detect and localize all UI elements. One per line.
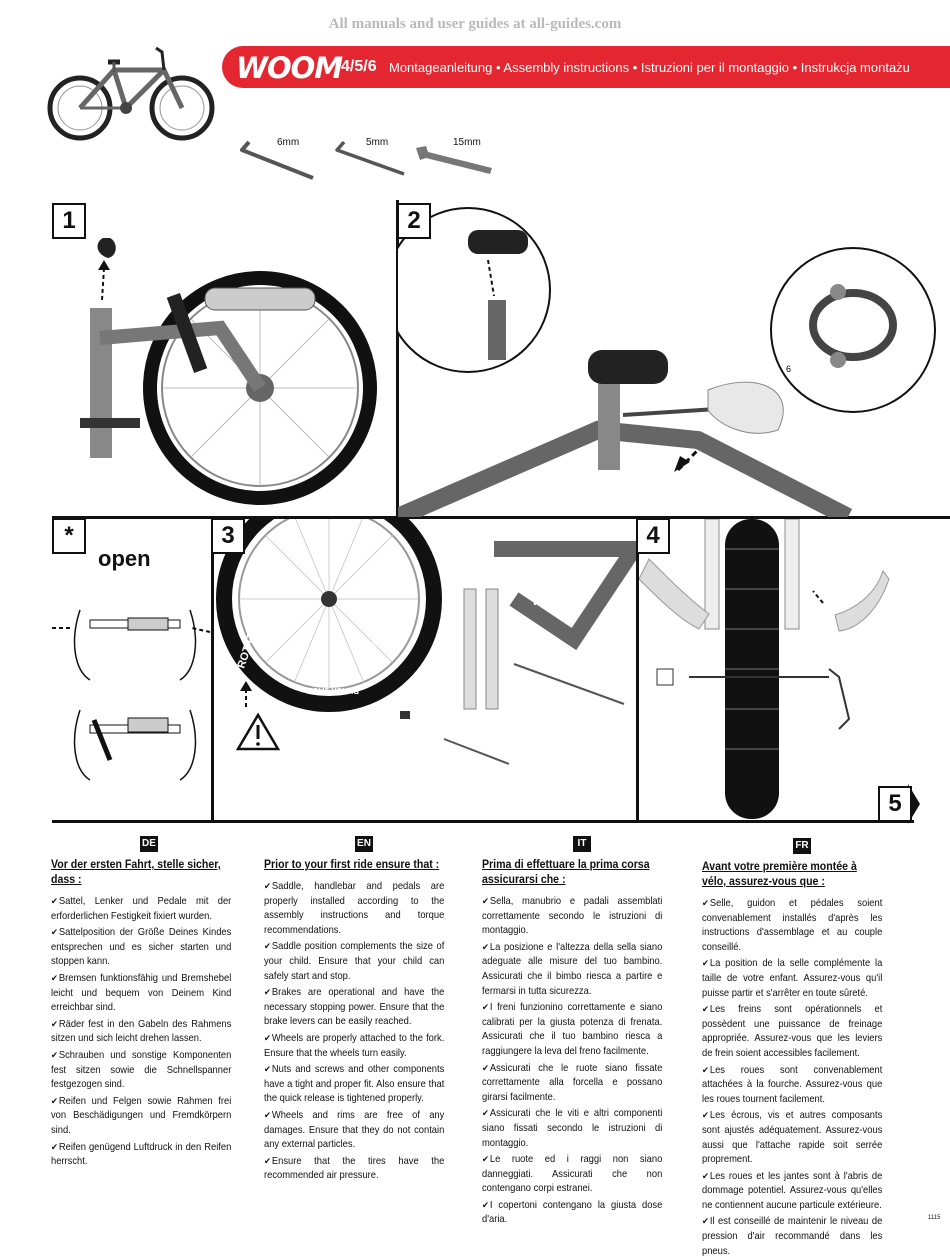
step4-illustration (639, 519, 890, 819)
list-item: Saddle, handlebar and pedals are properl… (264, 879, 444, 938)
column-fr: Avant votre première montée à vélo, assu… (702, 860, 882, 1260)
model-numbers: 4/5/6 (341, 58, 377, 75)
watermark: All manuals and user guides at all-guide… (328, 16, 622, 32)
step1-illustration (80, 238, 377, 505)
lang-badge-de: DE (140, 836, 158, 852)
column-it: Prima di effettuare la prima corsa assic… (482, 858, 662, 1229)
list-item: Reifen genügend Luftdruck in den Reifen … (51, 1140, 231, 1170)
lang-badge-fr: FR (793, 838, 811, 854)
step3-illustration: ROTATION BLACK JACK SCHWALBE woom (216, 519, 636, 765)
list-item: Assicurati che le ruote siano fissate co… (482, 1061, 662, 1106)
list-item: Bremsen funktionsfähig und Bremshebel le… (51, 971, 231, 1016)
column-de: Vor der ersten Fahrt, stelle sicher, das… (51, 858, 231, 1171)
list-item: Reifen und Felgen sowie Rahmen frei von … (51, 1094, 231, 1139)
title-banner (222, 46, 950, 88)
list-item: I freni funzionino correttamente e siano… (482, 1000, 662, 1059)
manual-titles: Montageanleitung • Assembly instructions… (389, 60, 910, 75)
detail-bolt-label: 6 (786, 364, 791, 374)
open-label: open (98, 546, 151, 571)
quick-release-illustration (52, 609, 211, 781)
divider-step3-step4 (636, 516, 639, 822)
step-4-label: 4 (636, 518, 670, 554)
list-item: Selle, guidon et pédales soient convenab… (702, 896, 882, 955)
step-3-label: 3 (211, 518, 245, 554)
tire-maker-text: SCHWALBE (372, 623, 410, 649)
list-item: Ensure that the tires have the recommend… (264, 1154, 444, 1184)
frame-brand-text: woom (532, 590, 580, 609)
list-item: Assicurati che le viti e altri component… (482, 1106, 662, 1151)
tool-label-15mm: 15mm (453, 137, 481, 148)
list-item: Les freins sont opérationnels et possède… (702, 1002, 882, 1061)
lang-badge-en: EN (355, 836, 373, 852)
tire-brand-text: BLACK JACK (307, 686, 359, 695)
list-item: Les roues sont convenablement attachées … (702, 1063, 882, 1108)
tool-label-6mm: 6mm (277, 137, 300, 148)
divider-step1-step2 (396, 200, 399, 518)
list-item: Räder fest in den Gabeln des Rahmens sit… (51, 1017, 231, 1047)
list-item: Schrauben und sonstige Komponenten fest … (51, 1048, 231, 1093)
list-item: Sella, manubrio e padali assemblati corr… (482, 894, 662, 939)
heading-fr: Avant votre première montée à vélo, assu… (702, 861, 857, 888)
list-item: Le ruote ed i raggi non siano danneggiat… (482, 1152, 662, 1197)
list-item: Sattel, Lenker und Pedale mit der erford… (51, 894, 231, 924)
list-item: Brakes are operational and have the nece… (264, 985, 444, 1030)
brand-logo: WOOM (236, 51, 343, 85)
list-item: I copertoni contengano la giusta dose d'… (482, 1198, 662, 1228)
page-number: 1115 (928, 1215, 941, 1221)
list-item: Sattelposition der Größe Deines Kindes e… (51, 925, 231, 970)
divider-horizontal-top (52, 516, 950, 519)
step2-illustration: 6 (398, 207, 936, 517)
heading-de: Vor der ersten Fahrt, stelle sicher, das… (51, 859, 221, 886)
list-item: Wheels are properly attached to the fork… (264, 1031, 444, 1061)
allen-key-5mm-icon (335, 140, 405, 176)
list-item: Nuts and screws and other components hav… (264, 1062, 444, 1107)
step-2-label: 2 (397, 203, 431, 239)
step-1-label: 1 (52, 203, 86, 239)
tool-label-5mm: 5mm (366, 137, 389, 148)
bike-thumbnail-image (47, 46, 215, 141)
step-star-label: * (52, 518, 86, 554)
divider-star-step3 (211, 516, 214, 822)
list-item: La position de la selle complémente la t… (702, 956, 882, 1001)
list-item: Les roues et les jantes sont à l'abris d… (702, 1169, 882, 1214)
list-item: La posizione e l'altezza della sella sia… (482, 940, 662, 999)
step-5-label: 5 (878, 786, 912, 822)
wrench-15mm-icon (416, 146, 492, 174)
list-item: Saddle position complements the size of … (264, 939, 444, 984)
list-item: Les écrous, vis et autres composants son… (702, 1108, 882, 1167)
divider-horizontal-bottom (52, 820, 914, 823)
heading-en: Prior to your first ride ensure that : (264, 859, 440, 871)
column-en: Prior to your first ride ensure that : S… (264, 858, 444, 1185)
heading-it: Prima di effettuare la prima corsa assic… (482, 859, 650, 886)
allen-key-6mm-icon (240, 140, 314, 180)
list-item: Wheels and rims are free of any damages.… (264, 1108, 444, 1153)
list-item: Il est conseillé de maintenir le niveau … (702, 1214, 882, 1259)
lang-badge-it: IT (573, 836, 591, 852)
